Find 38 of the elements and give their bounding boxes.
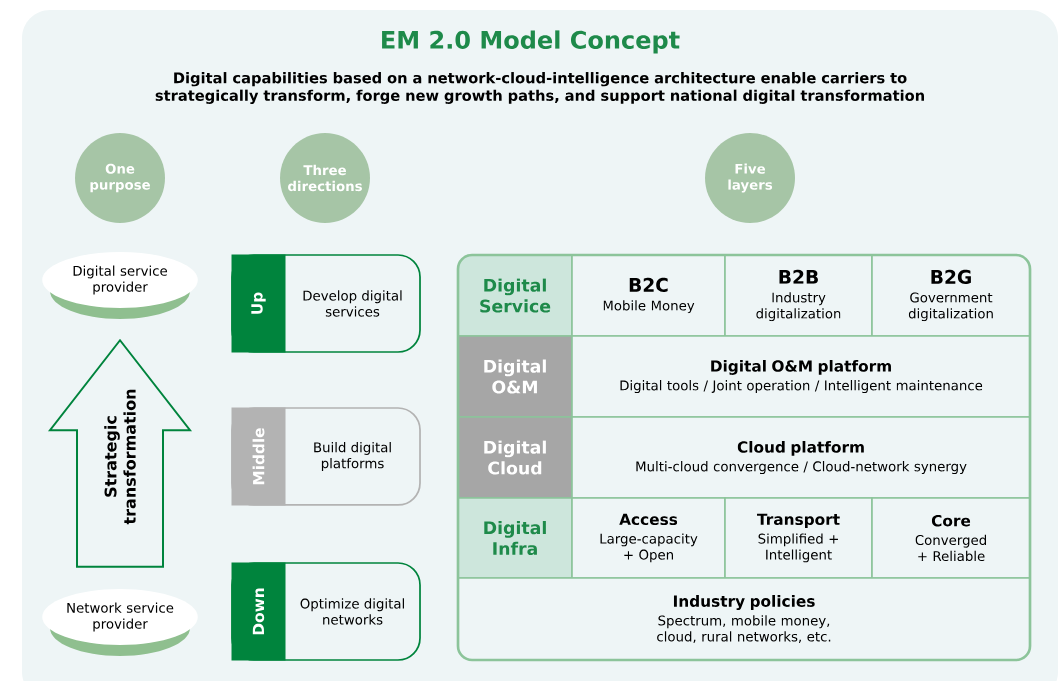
layer-header: Digital Cloud <box>458 416 573 499</box>
subtitle: Digital capabilities based on a network-cloud-intelligence architecture enable carriers to strategically transform, forge new growth paths, and support national digital transformation <box>155 72 924 104</box>
node-label: Cloud platform <box>737 440 864 456</box>
node-label: Core <box>931 514 971 527</box>
platform-disk: Network service provider <box>42 589 198 656</box>
layer-header: Digital O&M <box>458 335 573 418</box>
layer-cell: Core Converged + Reliable <box>871 497 1030 579</box>
layer-cell: B2G Government digitalization <box>871 255 1030 337</box>
block-arrow <box>47 338 193 568</box>
node-label: Industry digitalization <box>756 292 841 322</box>
layer-cell: B2C Mobile Money <box>571 255 726 337</box>
direction-tab: Middle <box>231 407 286 506</box>
node-label: Multi-cloud convergence / Cloud-network synergy <box>636 461 967 475</box>
layer-cell: B2B Industry digitalization <box>724 255 873 337</box>
node-label: Converged + Reliable <box>915 534 986 562</box>
layer-header: Digital Service <box>458 255 573 337</box>
node-label: Digital tools / Joint operation / Intelligent maintenance <box>620 380 983 394</box>
node-label: Transport <box>757 513 840 529</box>
node-label: B2B <box>779 269 818 284</box>
direction-tab: Down <box>231 562 286 661</box>
node-label: B2G <box>931 269 971 284</box>
platform-disk: Digital service provider <box>42 252 198 319</box>
node-label: Access <box>619 513 678 526</box>
node-label: Digital O&M <box>484 359 546 394</box>
edge-label: Strategic transformation <box>102 380 138 533</box>
node-label: Digital O&M platform <box>711 359 891 375</box>
layer-frame <box>456 253 1032 662</box>
layer-cell: Access Large-capacity + Open <box>571 497 726 579</box>
title: EM 2.0 Model Concept <box>382 30 680 54</box>
layer-cell: Transport Simplified + Intelligent <box>724 497 873 579</box>
node-label: Simplified + Intelligent <box>758 533 838 563</box>
direction-tab: Up <box>231 254 286 353</box>
node-label: Digital Infra <box>484 520 546 556</box>
layer-header: Digital Infra <box>458 497 573 579</box>
node-label: Government digitalization <box>908 292 993 322</box>
node-label: Large-capacity + Open <box>600 533 698 563</box>
node-label: Mobile Money <box>603 300 695 314</box>
node-label: B2C <box>629 277 668 292</box>
